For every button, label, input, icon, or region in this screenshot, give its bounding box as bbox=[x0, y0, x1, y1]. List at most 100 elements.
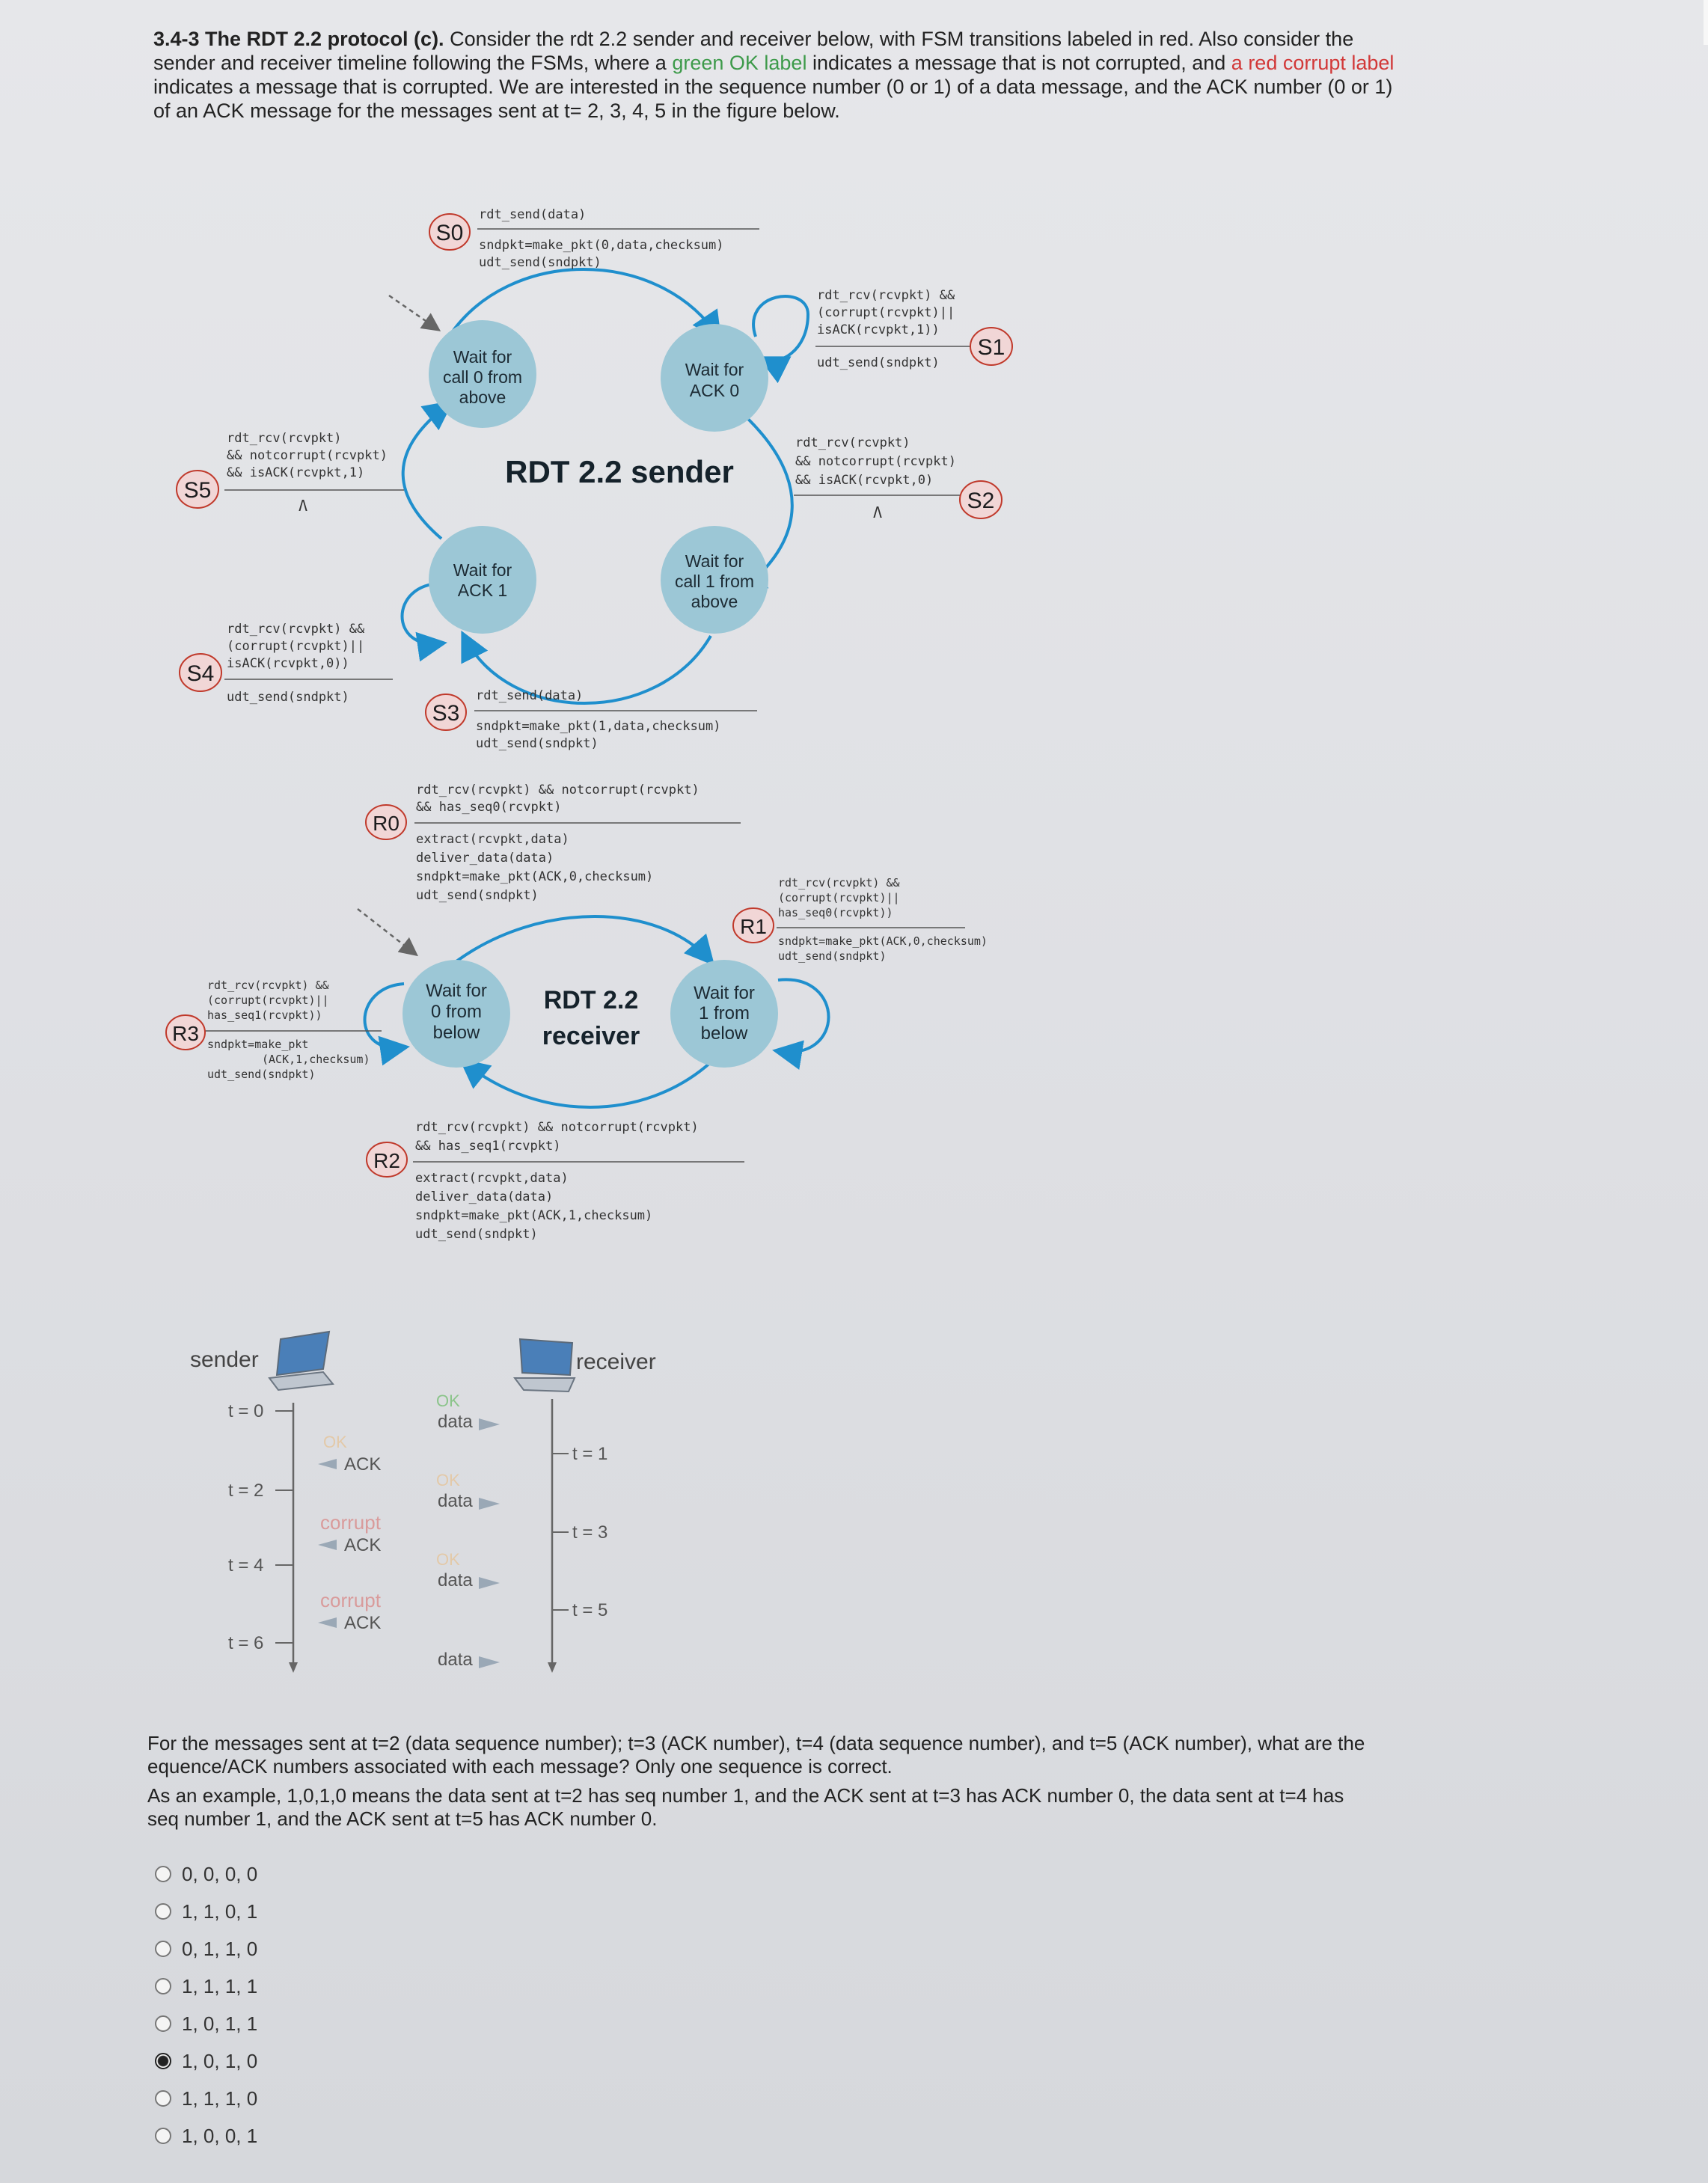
svg-text:sndpkt=make_pkt(1,data,checksu: sndpkt=make_pkt(1,data,checksum) bbox=[476, 719, 721, 734]
svg-text:udt_send(sndpkt): udt_send(sndpkt) bbox=[415, 1227, 538, 1242]
transition-s4: rdt_rcv(rcvpkt) && (corrupt(rcvpkt)|| is… bbox=[179, 622, 393, 705]
svg-text:has_seq0(rcvpkt)): has_seq0(rcvpkt)) bbox=[778, 906, 893, 919]
svg-text:rdt_rcv(rcvpkt) &&: rdt_rcv(rcvpkt) && bbox=[778, 876, 900, 890]
svg-text:data: data bbox=[438, 1570, 473, 1590]
option-5-selected[interactable]: 1, 0, 1, 0 bbox=[155, 2042, 257, 2080]
svg-text:sndpkt=make_pkt(ACK,1,checksum: sndpkt=make_pkt(ACK,1,checksum) bbox=[415, 1208, 652, 1223]
transition-s1: rdt_rcv(rcvpkt) && (corrupt(rcvpkt)|| is… bbox=[815, 288, 1013, 370]
svg-text:call 0 from: call 0 from bbox=[443, 367, 522, 387]
window-edge bbox=[1704, 0, 1708, 45]
svg-text:rdt_rcv(rcvpkt) &&: rdt_rcv(rcvpkt) && bbox=[207, 979, 329, 992]
question-example: As an example, 1,0,1,0 means the data se… bbox=[147, 1784, 1344, 1830]
svg-text:rdt_rcv(rcvpkt) &&: rdt_rcv(rcvpkt) && bbox=[227, 622, 365, 637]
transition-r0: rdt_rcv(rcvpkt) && notcorrupt(rcvpkt) &&… bbox=[365, 783, 741, 903]
question-text: For the messages sent at t=2 (data seque… bbox=[147, 1732, 1365, 1778]
msg-data-t6: data bbox=[438, 1650, 500, 1670]
transition-s5: rdt_rcv(rcvpkt) && notcorrupt(rcvpkt) &&… bbox=[176, 431, 404, 515]
timeline: sender receiver t = 0 t = 2 t = 4 bbox=[190, 1330, 656, 1673]
option-6[interactable]: 1, 1, 1, 0 bbox=[155, 2080, 257, 2117]
svg-text:&& has_seq0(rcvpkt): && has_seq0(rcvpkt) bbox=[416, 800, 561, 815]
option-2[interactable]: 0, 1, 1, 0 bbox=[155, 1930, 257, 1968]
svg-text:rdt_rcv(rcvpkt) &&: rdt_rcv(rcvpkt) && bbox=[817, 288, 955, 303]
intro-text-2: indicates a message that is not corrupte… bbox=[806, 52, 1231, 74]
sender-label: sender bbox=[190, 1347, 259, 1372]
question-intro: 3.4-3 The RDT 2.2 protocol (c). Consider… bbox=[153, 27, 1410, 123]
transition-s0: S0 rdt_send(data) sndpkt=make_pkt(0,data… bbox=[429, 207, 759, 270]
option-0[interactable]: 0, 0, 0, 0 bbox=[155, 1855, 257, 1893]
msg-ack-t3: corrupt ACK bbox=[318, 1511, 382, 1555]
svg-text:S1: S1 bbox=[978, 335, 1005, 360]
svg-text:Λ: Λ bbox=[299, 497, 307, 515]
radio-button-selected[interactable] bbox=[155, 2053, 171, 2069]
svg-text:(corrupt(rcvpkt)||: (corrupt(rcvpkt)|| bbox=[778, 891, 900, 904]
arc-s3 bbox=[461, 630, 712, 705]
svg-text:sndpkt=make_pkt(ACK,0,checksum: sndpkt=make_pkt(ACK,0,checksum) bbox=[778, 934, 988, 948]
radio-button[interactable] bbox=[155, 1866, 171, 1882]
svg-text:call 1 from: call 1 from bbox=[675, 572, 754, 591]
svg-text:(corrupt(rcvpkt)||: (corrupt(rcvpkt)|| bbox=[817, 305, 955, 320]
svg-text:above: above bbox=[459, 388, 506, 407]
radio-button[interactable] bbox=[155, 2128, 171, 2144]
svg-text:rdt_rcv(rcvpkt) && notcorrupt(: rdt_rcv(rcvpkt) && notcorrupt(rcvpkt) bbox=[416, 783, 700, 797]
svg-text:(corrupt(rcvpkt)||: (corrupt(rcvpkt)|| bbox=[227, 639, 364, 654]
svg-text:rdt_rcv(rcvpkt): rdt_rcv(rcvpkt) bbox=[795, 435, 910, 450]
svg-text:0 from: 0 from bbox=[431, 1002, 482, 1022]
option-7[interactable]: 1, 0, 0, 1 bbox=[155, 2117, 257, 2155]
svg-text:t = 0: t = 0 bbox=[228, 1401, 263, 1421]
svg-text:sndpkt=make_pkt(0,data,checksu: sndpkt=make_pkt(0,data,checksum) bbox=[479, 238, 724, 253]
svg-text:&& notcorrupt(rcvpkt): && notcorrupt(rcvpkt) bbox=[795, 454, 956, 469]
transition-r1: rdt_rcv(rcvpkt) && (corrupt(rcvpkt)|| ha… bbox=[732, 876, 988, 963]
radio-button[interactable] bbox=[155, 2090, 171, 2107]
svg-text:rdt_send(data): rdt_send(data) bbox=[479, 207, 586, 222]
svg-text:data: data bbox=[438, 1412, 473, 1432]
svg-text:udt_send(sndpkt): udt_send(sndpkt) bbox=[227, 690, 349, 705]
svg-text:OK: OK bbox=[436, 1391, 460, 1410]
svg-text:1 from: 1 from bbox=[699, 1003, 750, 1023]
svg-text:OK: OK bbox=[436, 1471, 460, 1489]
svg-text:rdt_send(data): rdt_send(data) bbox=[476, 688, 583, 703]
svg-text:(ACK,1,checksum): (ACK,1,checksum) bbox=[262, 1053, 370, 1066]
radio-button[interactable] bbox=[155, 1903, 171, 1920]
svg-text:R3: R3 bbox=[172, 1022, 199, 1045]
receiver-label: receiver bbox=[576, 1350, 656, 1374]
answer-options: 0, 0, 0, 0 1, 1, 0, 1 0, 1, 1, 0 1, 1, 1… bbox=[155, 1855, 257, 2155]
svg-text:rdt_rcv(rcvpkt): rdt_rcv(rcvpkt) bbox=[227, 431, 342, 446]
option-1[interactable]: 1, 1, 0, 1 bbox=[155, 1893, 257, 1930]
svg-text:rdt_rcv(rcvpkt) && notcorrupt(: rdt_rcv(rcvpkt) && notcorrupt(rcvpkt) bbox=[415, 1120, 699, 1135]
option-4[interactable]: 1, 0, 1, 1 bbox=[155, 2005, 257, 2042]
svg-text:ACK: ACK bbox=[344, 1535, 381, 1555]
svg-text:Wait for: Wait for bbox=[694, 983, 755, 1003]
svg-text:sndpkt=make_pkt: sndpkt=make_pkt bbox=[207, 1038, 308, 1051]
option-3[interactable]: 1, 1, 1, 1 bbox=[155, 1968, 257, 2005]
svg-text:Wait for: Wait for bbox=[685, 551, 744, 571]
radio-button[interactable] bbox=[155, 1941, 171, 1957]
svg-text:&& has_seq1(rcvpkt): && has_seq1(rcvpkt) bbox=[415, 1139, 560, 1154]
intro-text-3: indicates a message that is corrupted. W… bbox=[153, 76, 1393, 122]
radio-button[interactable] bbox=[155, 1978, 171, 1994]
svg-text:isACK(rcvpkt,1)): isACK(rcvpkt,1)) bbox=[817, 322, 940, 337]
msg-data-t4: OK data bbox=[436, 1550, 500, 1590]
intro-text-1: Consider the rdt 2.2 sender and receiver… bbox=[153, 28, 1354, 74]
svg-text:OK: OK bbox=[323, 1433, 347, 1451]
question-body: For the messages sent at t=2 (data seque… bbox=[147, 1732, 1374, 1837]
msg-ack-t1: OK ACK bbox=[318, 1433, 381, 1475]
svg-text:has_seq1(rcvpkt)): has_seq1(rcvpkt)) bbox=[207, 1008, 322, 1022]
svg-text:&& notcorrupt(rcvpkt): && notcorrupt(rcvpkt) bbox=[227, 448, 388, 463]
loop-r1 bbox=[772, 978, 830, 1070]
radio-button[interactable] bbox=[155, 2015, 171, 2032]
state-wait-call1 bbox=[661, 526, 768, 634]
receiver-laptop-icon bbox=[513, 1338, 576, 1393]
svg-text:data: data bbox=[438, 1491, 473, 1511]
svg-text:&& isACK(rcvpkt,1): && isACK(rcvpkt,1) bbox=[227, 465, 364, 480]
svg-text:below: below bbox=[433, 1023, 480, 1043]
protocol-figure: Wait for call 0 from above Wait for ACK … bbox=[165, 207, 1013, 1673]
svg-text:udt_send(sndpkt): udt_send(sndpkt) bbox=[476, 736, 599, 751]
svg-text:t = 3: t = 3 bbox=[572, 1522, 607, 1543]
sender-fsm-title: RDT 2.2 sender bbox=[505, 454, 734, 489]
svg-text:Wait for: Wait for bbox=[426, 981, 487, 1001]
state-wait1-below bbox=[670, 960, 778, 1068]
receiver-fsm: Wait for 0 from below Wait for 1 from be… bbox=[165, 783, 988, 1242]
svg-text:above: above bbox=[691, 592, 738, 611]
loop-s4 bbox=[400, 582, 447, 662]
svg-text:S2: S2 bbox=[967, 489, 995, 513]
